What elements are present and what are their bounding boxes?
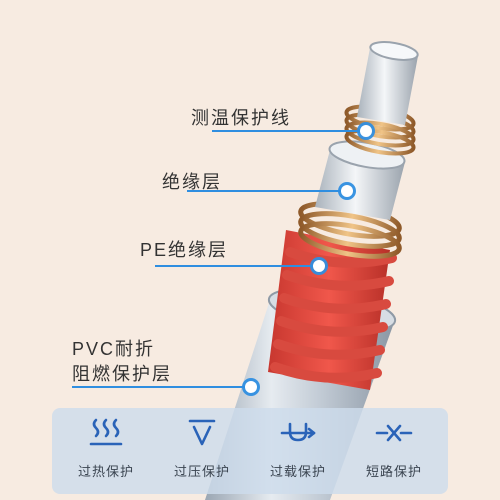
pe-insulation-coil	[268, 230, 397, 390]
callout-pe-insulation-line	[155, 265, 315, 267]
callout-temp-wire-line	[212, 130, 362, 132]
feature-label: 过载保护	[269, 464, 326, 479]
feature-label: 过热保护	[77, 464, 134, 479]
feature-overload: 过载保护	[253, 413, 343, 489]
short-circuit-icon	[371, 413, 417, 453]
callout-insulation-label: 绝缘层	[162, 172, 222, 192]
core-conductor	[357, 41, 419, 125]
protection-feature-bar: 过热保护 过压保护	[52, 408, 448, 494]
callout-pvc-line	[72, 386, 247, 388]
callout-insulation-dot	[341, 185, 353, 197]
heat-waves-icon	[83, 413, 129, 453]
feature-label: 过压保护	[173, 464, 230, 479]
feature-short-circuit: 短路保护	[349, 413, 439, 489]
feature-overvoltage: 过压保护	[157, 413, 247, 489]
callout-pe-insulation-label: PE绝缘层	[140, 240, 229, 260]
callout-pvc-dot	[245, 381, 257, 393]
callout-temp-wire-dot	[360, 125, 372, 137]
callout-pvc-label-line1: PVC耐折	[72, 339, 156, 359]
overload-icon	[275, 413, 321, 453]
callout-insulation-line	[187, 190, 343, 192]
voltage-v-icon	[179, 413, 225, 453]
feature-label: 短路保护	[365, 464, 422, 479]
feature-overheat: 过热保护	[61, 413, 151, 489]
callout-pvc-label-line2: 阻燃保护层	[72, 364, 172, 384]
callout-temp-wire-label: 测温保护线	[191, 108, 291, 128]
callout-pe-insulation-dot	[313, 260, 325, 272]
